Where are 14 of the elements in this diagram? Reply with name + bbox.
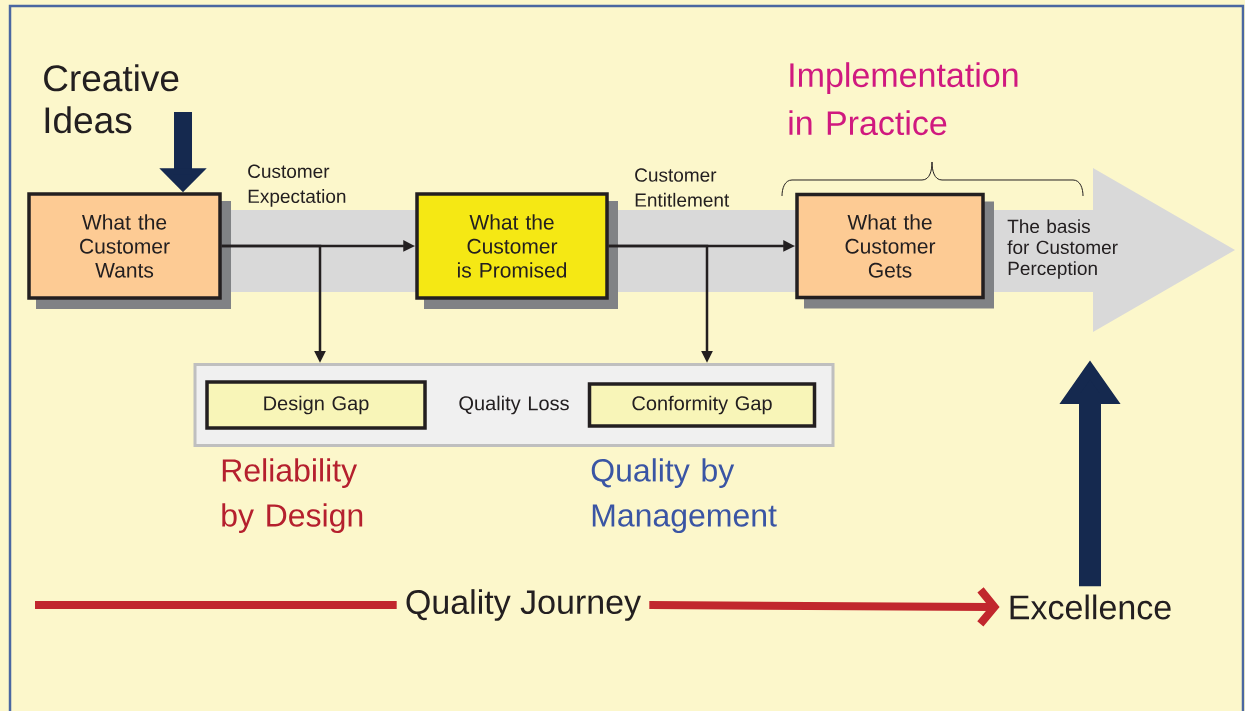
edge-label: Customer Expectation [248,164,346,207]
heading-text: Implementation in Practice [789,62,1018,136]
goal-text: Excellence [1010,594,1171,620]
gap-box: Conformity Gap [587,382,817,428]
process-box: What the Customer Wants [27,192,231,309]
process-box: What the Customer Gets [795,192,994,309]
heading-text: Reliability by Design [222,458,363,533]
gap-box: Design Gap [205,380,427,430]
journey-text: Quality Journey [406,589,641,621]
process-box: What the Customer is Promised [415,192,618,309]
edge-label: Customer Entitlement [635,168,730,207]
heading-text: Creative Ideas [44,64,179,134]
arrow-text: The basis for Customer Perception [1007,219,1118,279]
heading-text: Quality by Management [591,458,777,533]
